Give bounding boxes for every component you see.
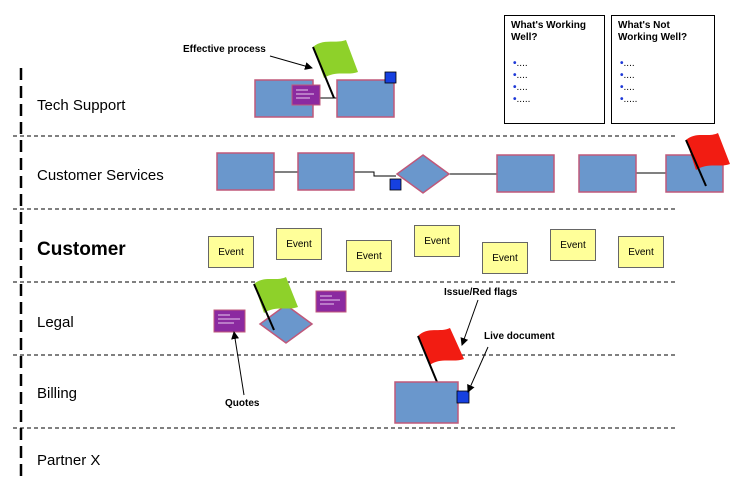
callout-quotes: Quotes <box>225 398 260 409</box>
process-box <box>496 154 555 193</box>
quote-note-icon <box>315 290 347 313</box>
working-well-bullet: .... <box>516 70 528 81</box>
working-well-bullet: .... <box>516 82 528 93</box>
lane-label-billing: Billing <box>37 385 78 402</box>
red-flag-icon <box>685 133 730 187</box>
connector <box>354 171 396 177</box>
callout-effective-process: Effective process <box>183 44 266 55</box>
working-well-title: What's Working Well? <box>511 20 586 43</box>
event-note: Event <box>208 236 254 268</box>
event-note: Event <box>550 229 596 261</box>
quote-note-icon <box>291 84 321 106</box>
green-flag-icon <box>312 40 358 99</box>
event-note: Event <box>346 240 392 272</box>
lane-label-customer-services: Customer Services <box>37 167 164 184</box>
not-working-well-note: What's Not Working Well? •.... •.... •..… <box>611 15 715 124</box>
process-box <box>394 381 459 424</box>
lane-label-customer: Customer <box>37 239 126 260</box>
decision-diamond <box>395 154 451 194</box>
process-box <box>297 152 355 191</box>
not-working-well-bullet: .... <box>623 82 635 93</box>
working-well-note: What's Working Well? •.... •.... •.... •… <box>504 15 605 124</box>
callout-arrow <box>269 55 313 70</box>
process-box <box>578 154 637 193</box>
live-document-icon <box>384 71 397 84</box>
green-flag-icon <box>253 277 298 331</box>
callout-arrow <box>231 331 245 396</box>
red-flag-icon <box>417 328 464 383</box>
not-working-well-title: What's Not Working Well? <box>618 20 688 43</box>
process-box <box>216 152 275 191</box>
callout-arrow <box>467 346 489 393</box>
event-note: Event <box>414 225 460 257</box>
event-note: Event <box>276 228 322 260</box>
event-note: Event <box>482 242 528 274</box>
not-working-well-bullet: .... <box>623 58 635 69</box>
callout-issue-red-flags: Issue/Red flags <box>444 287 518 298</box>
process-box <box>336 79 395 118</box>
working-well-bullet: ..... <box>516 94 531 105</box>
callout-live-document: Live document <box>484 331 555 342</box>
not-working-well-bullet: ..... <box>623 94 638 105</box>
event-note: Event <box>618 236 664 268</box>
working-well-bullet: .... <box>516 58 528 69</box>
lane-label-legal: Legal <box>37 314 74 331</box>
live-document-icon <box>389 178 402 191</box>
live-document-icon <box>456 390 470 404</box>
quote-note-icon <box>213 309 246 333</box>
lane-label-partner-x: Partner X <box>37 452 101 469</box>
callout-arrow <box>460 299 479 346</box>
not-working-well-bullet: .... <box>623 70 635 81</box>
lane-label-tech-support: Tech Support <box>37 97 126 114</box>
